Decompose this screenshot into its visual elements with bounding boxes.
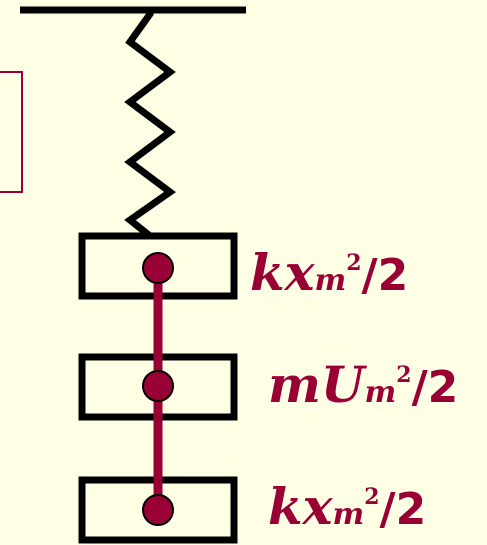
label-middle-sup: 2	[396, 362, 412, 388]
label-bottom-sub: m	[332, 497, 365, 532]
label-bottom-main: kx	[268, 477, 333, 536]
label-top-rest: /2	[361, 250, 409, 301]
marker-top	[142, 252, 174, 284]
label-middle-energy: mUm2/2	[268, 360, 458, 410]
marker-bottom	[142, 494, 174, 526]
label-middle-main: mU	[268, 355, 365, 414]
marker-middle	[142, 370, 174, 402]
label-bottom-energy: kxm2/2	[268, 482, 426, 532]
spring	[124, 10, 176, 239]
label-top-energy: kxm2/2	[250, 248, 408, 298]
label-middle-rest: /2	[411, 362, 459, 413]
label-top-sup: 2	[346, 250, 362, 276]
label-bottom-sup: 2	[364, 484, 380, 510]
label-middle-sub: m	[364, 375, 397, 410]
label-bottom-rest: /2	[379, 484, 427, 535]
label-top-sub: m	[314, 263, 347, 298]
label-top-main: kx	[250, 243, 315, 302]
side-frame	[0, 71, 23, 193]
